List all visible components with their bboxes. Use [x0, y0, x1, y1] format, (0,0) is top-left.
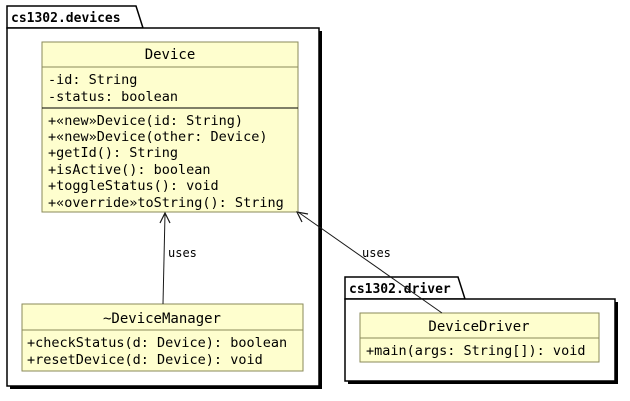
class-device-manager-name: ~DeviceManager	[103, 311, 221, 327]
class-device-manager-method: +resetDevice(d: Device): void	[27, 352, 263, 368]
relation-manager-uses-device: uses	[159, 211, 197, 305]
relation-manager-label: uses	[168, 246, 197, 260]
class-device-driver-method: +main(args: String[]): void	[366, 343, 585, 359]
class-device-manager-method: +checkStatus(d: Device): boolean	[27, 335, 287, 351]
package-devices-label: cs1302.devices	[11, 11, 121, 26]
relation-manager-arrowhead	[159, 211, 171, 224]
class-device-driver[interactable]: DeviceDriver +main(args: String[]): void	[359, 312, 600, 363]
class-device-name: Device	[145, 47, 196, 63]
class-device-method: +toggleStatus(): void	[48, 178, 219, 194]
class-device[interactable]: Device -id: String -status: boolean +«ne…	[41, 41, 299, 213]
class-device-box	[42, 42, 298, 212]
class-device-method: +«new»Device(other: Device)	[48, 129, 267, 145]
class-device-method: +«new»Device(id: String)	[48, 113, 243, 129]
relation-driver-line	[297, 211, 443, 314]
class-device-border	[41, 41, 299, 213]
class-device-manager-border	[21, 303, 304, 372]
class-device-manager-box	[22, 304, 303, 371]
class-device-driver-name: DeviceDriver	[428, 319, 529, 335]
class-device-field: -id: String	[48, 72, 137, 88]
class-device-manager[interactable]: ~DeviceManager +checkStatus(d: Device): …	[21, 303, 304, 372]
relation-manager-line	[162, 213, 166, 305]
relation-driver-uses-device: uses	[295, 211, 443, 314]
class-device-field: -status: boolean	[48, 89, 178, 105]
class-device-method: +getId(): String	[48, 145, 178, 161]
class-device-method: +isActive(): boolean	[48, 162, 211, 178]
class-device-method: +«override»toString(): String	[48, 195, 284, 211]
relation-driver-arrowhead	[295, 211, 309, 223]
relation-driver-label: uses	[362, 246, 391, 260]
package-driver-label: cs1302.driver	[349, 282, 451, 297]
